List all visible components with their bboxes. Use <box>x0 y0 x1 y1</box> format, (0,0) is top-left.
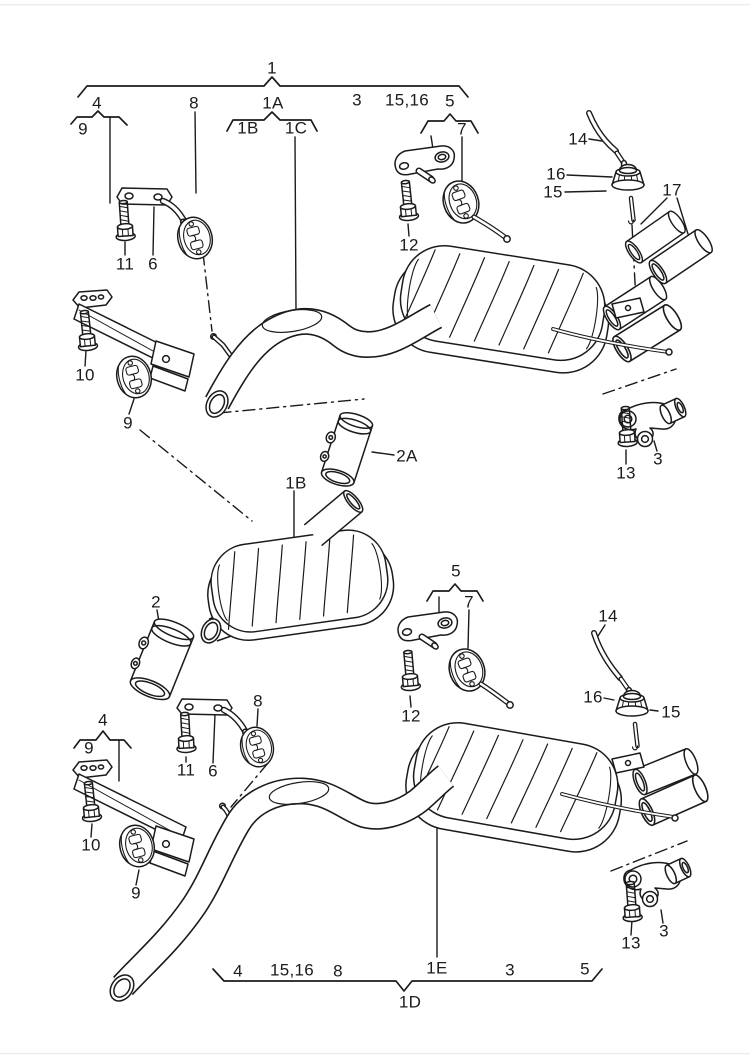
part-callout-3-22[interactable]: 3 <box>653 450 663 469</box>
page-edge-bottom <box>0 1053 750 1055</box>
part-callout-12-17[interactable]: 12 <box>399 236 419 255</box>
hidden-line-leaders <box>139 224 688 872</box>
callout-braces <box>70 76 603 992</box>
rubber-hanger-8-top <box>172 212 218 264</box>
bolt-12-top <box>395 178 420 223</box>
part-callout-9-37[interactable]: 9 <box>131 884 141 903</box>
part-callout-10-18[interactable]: 10 <box>75 366 95 385</box>
vent-hose-14-top <box>586 110 628 169</box>
part-callout-16-12[interactable]: 16 <box>546 165 566 184</box>
mount-link-3-bottom <box>619 856 694 923</box>
part-callout-11-34[interactable]: 11 <box>177 761 195 780</box>
part-callout-2-24[interactable]: 2 <box>151 593 161 612</box>
part-callout-9-19[interactable]: 9 <box>123 414 133 433</box>
inlet-pipe-1b <box>303 489 364 546</box>
part-callout-4-32[interactable]: 4 <box>98 711 108 730</box>
part-callout-14-11[interactable]: 14 <box>568 130 588 149</box>
part-callout-1-0[interactable]: 1 <box>267 59 277 78</box>
part-callout-1B-23[interactable]: 1B <box>285 474 306 493</box>
front-hanger-bracket-top <box>112 187 218 264</box>
part-callout-8-31[interactable]: 8 <box>253 692 263 711</box>
centre-muffler-1b <box>129 489 400 701</box>
part-callout-6-35[interactable]: 6 <box>208 762 218 781</box>
sender-15-16-bottom <box>616 691 648 750</box>
part-callout-6-16[interactable]: 6 <box>148 255 158 274</box>
part-callout-3-4[interactable]: 3 <box>352 91 362 110</box>
front-pipe-top <box>205 303 443 418</box>
part-callout-8-42[interactable]: 8 <box>333 962 343 981</box>
part-callout-1C-9[interactable]: 1C <box>285 119 307 138</box>
clamp-2 <box>129 618 195 701</box>
clamp-2a <box>319 411 374 487</box>
part-callout-15-16-5[interactable]: 15,16 <box>385 91 429 110</box>
rear-muffler-top <box>385 237 686 380</box>
part-callout-5-6[interactable]: 5 <box>445 92 455 111</box>
part-callout-3-44[interactable]: 3 <box>505 961 515 980</box>
part-callout-7-26[interactable]: 7 <box>464 593 474 612</box>
part-callout-1D-46[interactable]: 1D <box>399 993 421 1012</box>
part-callout-7-10[interactable]: 7 <box>457 120 467 139</box>
part-callout-4-40[interactable]: 4 <box>233 962 243 981</box>
sender-15-16-top <box>612 165 644 224</box>
front-hanger-bracket-bottom <box>174 698 279 772</box>
hanger-bracket-5-bottom <box>397 611 514 709</box>
part-callout-15-13[interactable]: 15 <box>543 183 563 202</box>
part-callout-17-14[interactable]: 17 <box>662 181 682 200</box>
page-edge-top <box>0 4 750 6</box>
part-callout-15-16-41[interactable]: 15,16 <box>270 961 314 980</box>
bolt-11 <box>112 199 137 242</box>
part-callout-4-1[interactable]: 4 <box>92 94 102 113</box>
part-callout-9-7[interactable]: 9 <box>78 120 88 139</box>
part-callout-12-27[interactable]: 12 <box>401 707 421 726</box>
part-callout-8-2[interactable]: 8 <box>189 94 199 113</box>
part-callout-11-15[interactable]: 11 <box>116 255 134 274</box>
part-callout-1B-8[interactable]: 1B <box>237 119 258 138</box>
part-callout-1E-43[interactable]: 1E <box>426 959 447 978</box>
part-callout-5-25[interactable]: 5 <box>451 562 461 581</box>
vent-hose-14-bottom <box>591 630 633 696</box>
part-callout-2A-20[interactable]: 2A <box>396 447 418 466</box>
part-callout-10-36[interactable]: 10 <box>81 836 101 855</box>
bolt-11-bottom <box>174 711 197 754</box>
support-bar-assembly-top <box>72 289 195 403</box>
tailpipe-trims-17 <box>621 208 717 287</box>
part-callout-3-39[interactable]: 3 <box>659 922 669 941</box>
support-bar-assembly-bottom <box>72 759 195 877</box>
rubber-hanger-9-top <box>111 351 157 403</box>
part-callout-1A-3[interactable]: 1A <box>262 94 284 113</box>
part-callout-16-29[interactable]: 16 <box>583 688 603 707</box>
part-callout-15-30[interactable]: 15 <box>661 703 681 722</box>
part-callout-9-33[interactable]: 9 <box>84 739 94 758</box>
part-callout-5-45[interactable]: 5 <box>580 960 590 979</box>
bolt-12-bottom <box>397 648 422 693</box>
part-callout-13-21[interactable]: 13 <box>616 464 636 483</box>
hanger-bracket-5-top <box>394 145 511 243</box>
mount-link-3-top <box>614 396 689 448</box>
rear-muffler-bottom <box>398 714 712 860</box>
part-callout-14-28[interactable]: 14 <box>598 607 618 626</box>
front-pipe-bottom <box>109 765 455 1002</box>
part-callout-13-38[interactable]: 13 <box>621 934 641 953</box>
